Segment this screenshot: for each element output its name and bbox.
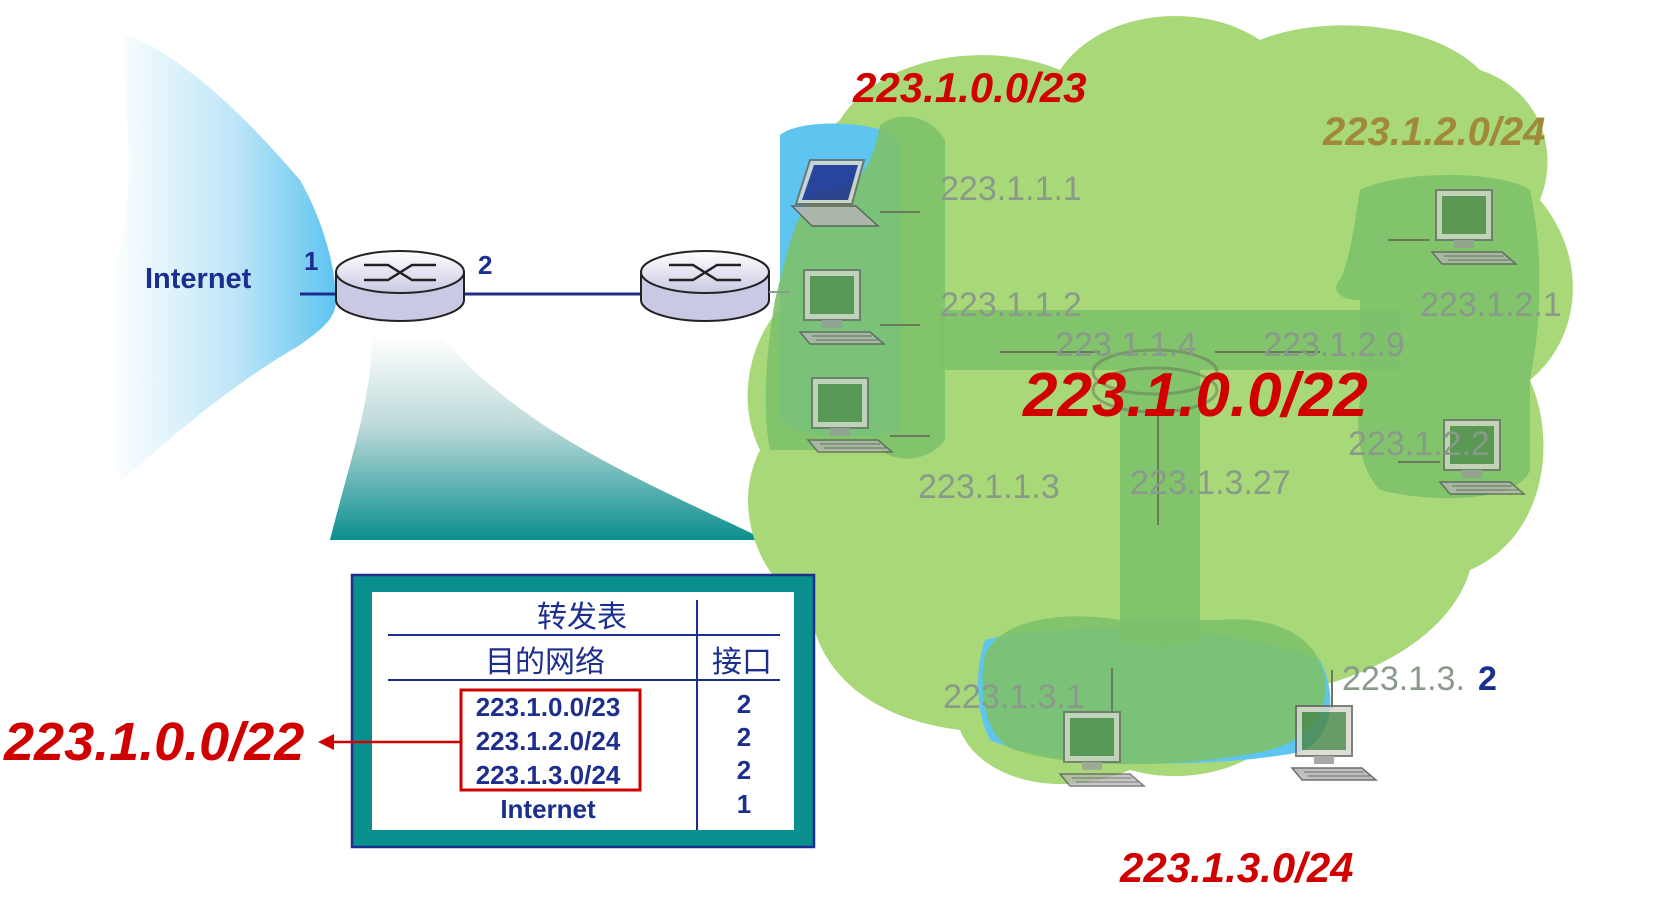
forwarding-table-title: 转发表 xyxy=(537,600,627,635)
internet-cloud xyxy=(108,34,336,482)
port2-label: 2 xyxy=(478,250,492,280)
left-router-icon[interactable] xyxy=(335,250,465,322)
col-dest-header: 目的网络 xyxy=(485,645,605,680)
row-dest: Internet xyxy=(500,794,596,824)
org-edge-router-icon[interactable] xyxy=(640,250,770,322)
ip-223-1-3-1: 223.1.3.1 xyxy=(943,678,1085,716)
aggregated-prefix-label: 223.1.0.0/22 xyxy=(3,712,304,772)
subnet-a-label: 223.1.0.0/23 xyxy=(852,64,1087,111)
ip-223-1-1-1: 223.1.1.1 xyxy=(940,170,1082,208)
subnet-c-label: 223.1.3.0/24 xyxy=(1119,844,1354,891)
aggregation-highlight-box xyxy=(459,688,642,792)
ip-223-1-2-1: 223.1.2.1 xyxy=(1420,286,1562,324)
row-iface: 2 xyxy=(737,755,751,785)
col-iface-header: 接口 xyxy=(712,645,772,680)
table-row: 223.1.0.0/23 2 xyxy=(476,689,752,722)
ip-223-1-3-2-suffix: 2 xyxy=(1478,660,1497,698)
table-row: 223.1.3.0/24 2 xyxy=(476,755,752,790)
row-dest: 223.1.0.0/23 xyxy=(476,692,621,722)
table-row: Internet 1 xyxy=(500,789,751,824)
ip-223-1-3-2-prefix: 223.1.3. xyxy=(1342,660,1465,698)
router-zoom-beam xyxy=(330,335,766,540)
row-iface: 2 xyxy=(737,722,751,752)
inner-router-icon[interactable] xyxy=(1091,348,1219,414)
ip-223-1-1-3: 223.1.1.3 xyxy=(918,468,1060,506)
row-iface: 1 xyxy=(737,789,751,819)
row-iface: 2 xyxy=(737,689,751,719)
ip-223-1-2-2: 223.1.2.2 xyxy=(1348,425,1490,463)
desktop-pc-icon[interactable] xyxy=(1291,705,1377,781)
ip-223-1-1-2: 223.1.1.2 xyxy=(940,286,1082,324)
internet-label: Internet xyxy=(145,263,252,295)
ip-223-1-1-4: 223.1.1.4 xyxy=(1055,326,1197,364)
ip-223-1-3-27: 223.1.3.27 xyxy=(1130,464,1291,502)
row-dest: 223.1.2.0/24 xyxy=(476,726,621,756)
aggregate-subnet-label: 223.1.0.0/22 xyxy=(1022,361,1368,430)
subnet-b-label: 223.1.2.0/24 xyxy=(1322,110,1545,154)
row-dest: 223.1.3.0/24 xyxy=(476,760,621,790)
subnet-backbone xyxy=(940,310,1400,648)
ip-223-1-2-9: 223.1.2.9 xyxy=(1263,326,1405,364)
table-row: 223.1.2.0/24 2 xyxy=(476,722,752,756)
port1-label: 1 xyxy=(304,246,318,276)
arrow-left-icon xyxy=(318,734,334,750)
